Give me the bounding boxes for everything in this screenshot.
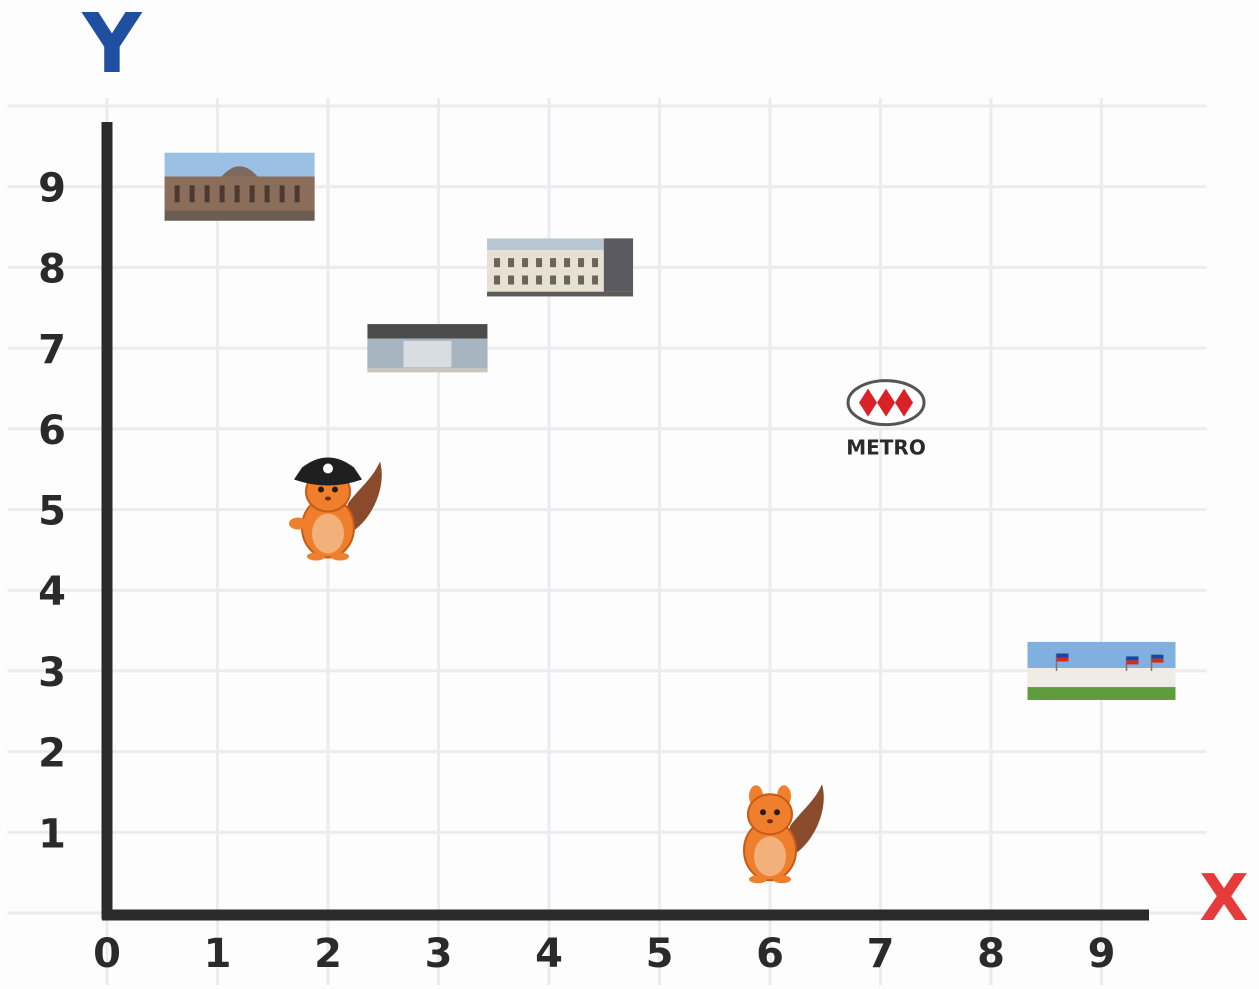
palace-photo-icon — [1027, 641, 1176, 700]
y-tick-label: 9 — [38, 166, 66, 212]
window — [578, 275, 585, 285]
window — [592, 258, 599, 268]
squirrel-eye — [332, 486, 338, 493]
x-tick-label: 8 — [977, 931, 1005, 977]
flag — [1126, 660, 1139, 665]
squirrel-eye — [760, 809, 766, 816]
y-tick-label: 8 — [38, 246, 66, 292]
metro-logo-icon: METRO — [846, 379, 926, 460]
window — [508, 258, 515, 268]
x-tick-label: 7 — [867, 931, 895, 977]
metro-label: METRO — [846, 436, 926, 460]
x-tick-label: 0 — [93, 931, 121, 977]
window — [578, 258, 585, 268]
y-tick-label: 2 — [38, 731, 66, 777]
window — [564, 275, 571, 285]
squirrel-belly — [312, 513, 344, 554]
column — [279, 185, 285, 203]
building-photo-icon — [487, 238, 634, 297]
door — [403, 340, 452, 368]
building-photo-icon — [164, 152, 315, 221]
squirrel-foot — [749, 875, 767, 884]
dome — [221, 166, 258, 177]
x-tick-label: 2 — [314, 931, 342, 977]
skull-mark — [323, 463, 333, 474]
flag — [1151, 658, 1164, 663]
squirrel-eye — [318, 486, 324, 493]
column — [234, 185, 240, 203]
x-axis-title: X — [1199, 862, 1248, 936]
axes — [101, 122, 1149, 921]
column — [174, 185, 180, 203]
column — [204, 185, 210, 203]
squirrel-icon — [743, 784, 824, 884]
window — [522, 258, 529, 268]
plotted-items: METRO — [164, 152, 1176, 884]
facade — [487, 250, 604, 292]
window — [508, 275, 515, 285]
column — [264, 185, 270, 203]
sidewalk — [367, 367, 488, 373]
metro-diamond — [859, 388, 878, 417]
window — [564, 258, 571, 268]
y-tick-label: 4 — [38, 569, 66, 615]
window — [494, 258, 501, 268]
flag — [1151, 654, 1164, 659]
column — [249, 185, 255, 203]
window — [494, 275, 501, 285]
y-tick-label: 5 — [38, 489, 66, 535]
y-axis-title: Y — [81, 0, 143, 92]
x-tick-label: 1 — [204, 931, 232, 977]
y-tick-label: 1 — [38, 811, 66, 857]
y-tick-labels: 1 2 3 4 5 6 7 8 9 — [38, 166, 66, 858]
y-tick-label: 6 — [38, 408, 66, 454]
window — [536, 258, 543, 268]
metro-diamond — [895, 388, 914, 417]
squirrel-nose — [767, 819, 773, 824]
flag — [1126, 656, 1139, 661]
x-tick-label: 6 — [756, 931, 784, 977]
squirrel-thumb-paw — [289, 517, 307, 530]
squirrel-nose — [325, 496, 331, 501]
palace-facade — [1027, 668, 1176, 688]
x-tick-label: 9 — [1088, 931, 1116, 977]
pirate-squirrel-icon — [289, 457, 382, 561]
lawn — [1027, 687, 1176, 700]
squirrel-foot — [331, 552, 349, 561]
x-tick-label: 3 — [425, 931, 453, 977]
window — [592, 275, 599, 285]
window — [536, 275, 543, 285]
column — [294, 185, 300, 203]
x-tick-label: 5 — [646, 931, 674, 977]
grid-lines — [7, 97, 1207, 985]
squirrel-foot — [773, 875, 791, 884]
x-tick-label: 4 — [535, 931, 563, 977]
column — [189, 185, 195, 203]
street — [487, 291, 634, 297]
window — [550, 275, 557, 285]
storefront-photo-icon — [367, 324, 488, 373]
x-tick-labels: 0 1 2 3 4 5 6 7 8 9 — [93, 931, 1115, 977]
y-tick-label: 7 — [38, 327, 66, 373]
squirrel-belly — [754, 836, 786, 877]
metro-diamond — [877, 388, 896, 417]
window — [522, 275, 529, 285]
squirrel-eye — [774, 809, 780, 816]
window — [550, 258, 557, 268]
y-tick-label: 3 — [38, 650, 66, 696]
flag — [1056, 657, 1069, 662]
street — [164, 210, 315, 221]
squirrel-head — [747, 793, 793, 836]
column — [219, 185, 225, 203]
tower — [603, 238, 634, 292]
flag — [1056, 653, 1069, 658]
squirrel-foot — [307, 552, 325, 561]
